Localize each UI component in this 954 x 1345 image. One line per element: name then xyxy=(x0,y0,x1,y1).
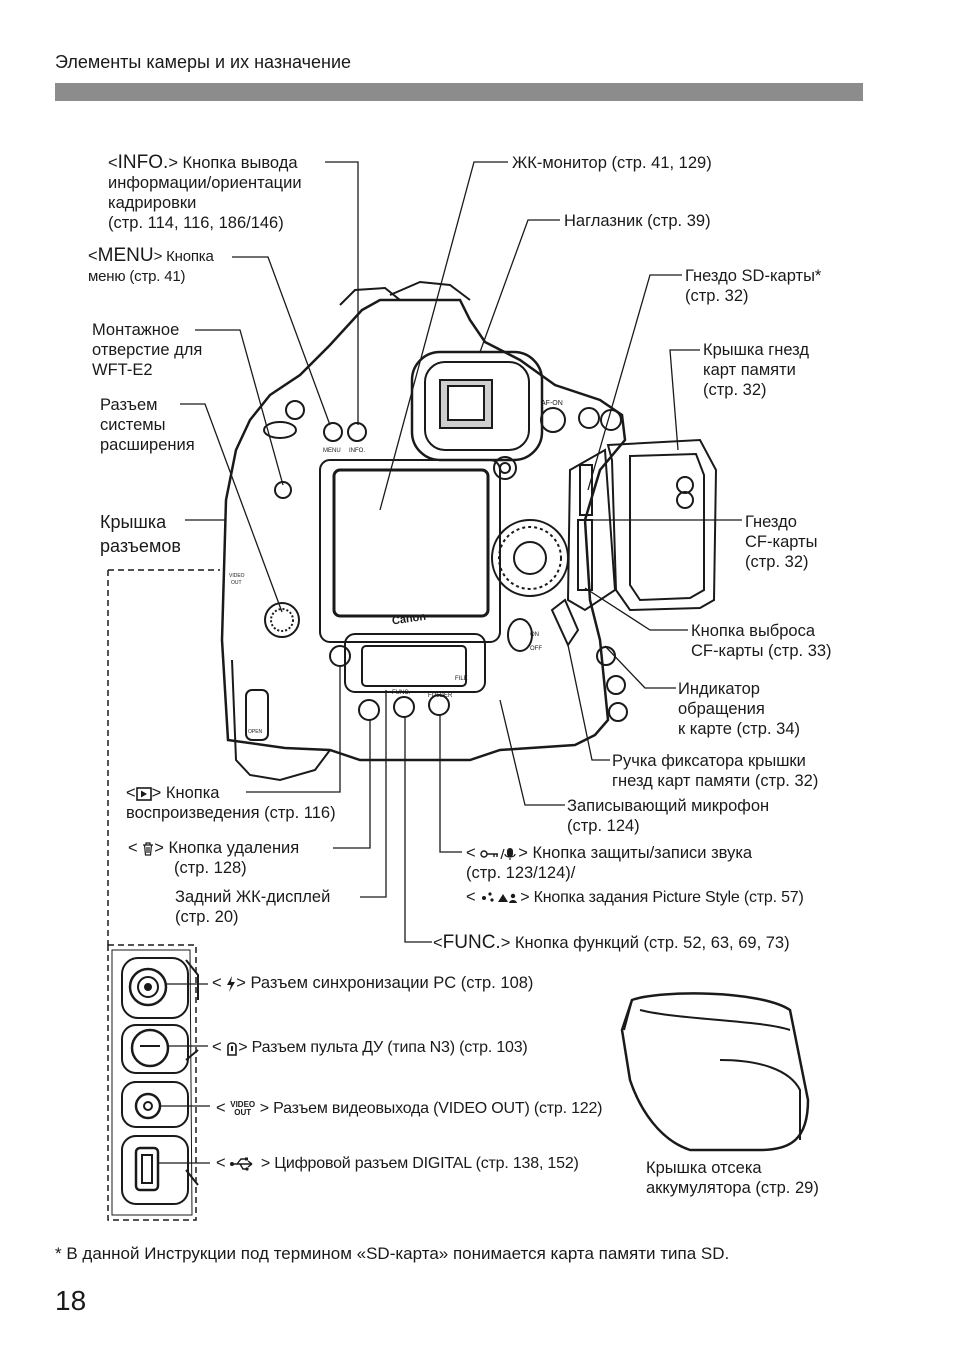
camera-body-outline xyxy=(220,298,627,762)
label-func-button: <FUNC.> Кнопка функций (стр. 52, 63, 69,… xyxy=(433,932,790,953)
protect-button-shape xyxy=(428,694,450,716)
func-button-icon-text: FUNC. xyxy=(442,932,501,953)
off-marking: OFF xyxy=(530,646,542,652)
leader-lines xyxy=(158,161,742,1164)
pc-terminal-shape xyxy=(128,967,168,1007)
camera-grip-outline xyxy=(231,659,331,782)
remote-terminal-shape xyxy=(130,1028,170,1068)
info-button-icon-text: INFO. xyxy=(117,152,169,173)
header-rule xyxy=(55,83,863,101)
label-protect-button: < > Кнопка защиты/записи звука (стр. 123… xyxy=(466,844,753,882)
label-cf-slot: Гнездо CF-карты (стр. 32) xyxy=(745,513,818,571)
quick-control-dial xyxy=(491,519,569,597)
rear-lcd-shape xyxy=(344,633,486,693)
label-access-lamp: Индикатор обращения к карте (стр. 34) xyxy=(678,680,801,738)
folder-marking: FOLDER xyxy=(428,693,453,699)
picture-style-icon xyxy=(482,892,518,903)
label-mount-hole: Монтажное отверстие для WFT-E2 xyxy=(92,321,203,379)
label-info-button: <INFO.> Кнопка вывода информации/ориента… xyxy=(108,152,302,233)
label-terminal-cover: Крышка разъемов xyxy=(100,512,181,556)
erase-button-shape xyxy=(358,699,380,721)
af-on-marking: AF-ON xyxy=(541,400,563,407)
open-marking: OPEN xyxy=(248,729,263,735)
battery-cover-shape xyxy=(620,992,810,1152)
file-marking: FILE xyxy=(455,676,468,682)
brand-marking: Canon xyxy=(391,611,427,628)
out-marking: OUT xyxy=(231,580,242,586)
label-playback-button: <> Кнопка воспроизведения (стр. 116) xyxy=(126,784,336,822)
on-marking: ON xyxy=(530,632,539,638)
label-picture-style: < > Кнопка задания Picture Style (стр. 5… xyxy=(466,888,804,906)
flash-icon xyxy=(227,975,236,992)
label-battery-cover: Крышка отсека аккумулятора (стр. 29) xyxy=(646,1159,819,1197)
label-pc-terminal: < > Разъем синхронизации PC (стр. 108) xyxy=(212,974,534,992)
usb-icon xyxy=(230,1157,253,1171)
label-rear-lcd: Задний ЖК-дисплей (стр. 20) xyxy=(175,888,331,926)
func-button-shape xyxy=(393,696,415,718)
label-eyecup: Наглазник (стр. 39) xyxy=(564,212,711,230)
label-lcd-monitor: ЖК-монитор (стр. 41, 129) xyxy=(512,154,712,172)
page-header-title: Элементы камеры и их назначение xyxy=(55,52,352,72)
label-expansion-port: Разъем системы расширения xyxy=(100,396,195,454)
label-sd-slot: Гнездо SD-карты* (стр. 32) xyxy=(685,267,822,305)
label-card-cover: Крышка гнезд карт памяти (стр. 32) xyxy=(703,341,810,399)
card-slot-door xyxy=(606,438,718,612)
playback-icon xyxy=(135,786,152,801)
func-marking: FUNC. xyxy=(392,690,411,696)
remote-icon xyxy=(227,1041,238,1056)
label-erase-button: < > Кнопка удаления (стр. 128) xyxy=(128,839,300,877)
footnote: * В данной Инструкции под термином «SD-к… xyxy=(55,1244,730,1263)
label-menu-button: <MENU> Кнопка меню (стр. 41) xyxy=(88,245,214,286)
label-microphone: Записывающий микрофон (стр. 124) xyxy=(567,797,770,835)
label-remote-terminal: < > Разъем пульта ДУ (типа N3) (стр. 103… xyxy=(212,1038,528,1056)
trash-icon xyxy=(143,842,154,856)
label-digital-terminal: < > Цифровой разъем DIGITAL (стр. 138, 1… xyxy=(216,1154,579,1172)
menu-button-icon-text: MENU xyxy=(97,245,154,266)
label-cf-eject: Кнопка выброса CF-карты (стр. 33) xyxy=(691,622,832,660)
video-marking: VIDEO xyxy=(229,573,245,579)
page-number: 18 xyxy=(55,1285,87,1316)
menu-marking: MENU xyxy=(323,448,341,454)
terminal-panel xyxy=(107,944,197,1221)
lcd-monitor-shape xyxy=(332,468,490,618)
info-marking: INFO. xyxy=(349,448,365,454)
playback-button-shape xyxy=(329,645,351,667)
protect-mic-icon xyxy=(480,847,516,860)
label-cover-lever: Ручка фиксатора крышки гнезд карт памяти… xyxy=(612,752,819,790)
digital-terminal-shape xyxy=(134,1146,160,1192)
video-out-shape xyxy=(134,1092,162,1120)
